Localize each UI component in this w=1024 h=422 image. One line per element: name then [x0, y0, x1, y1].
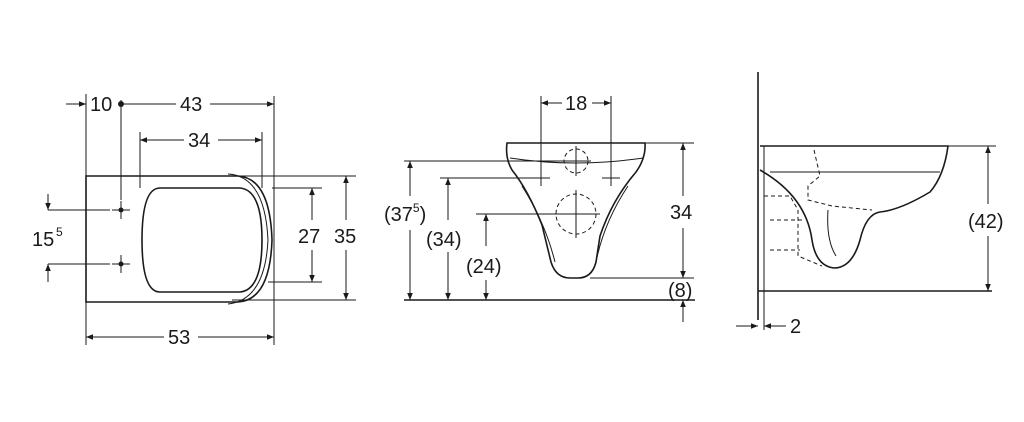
- dim-bottom-offset-label: (8): [668, 280, 692, 302]
- mounting-hole-upper: [112, 201, 130, 219]
- top-view-seat: [141, 187, 263, 293]
- dim-total-height-label: (375): [384, 201, 426, 226]
- dim-offset-label: 10: [90, 94, 112, 116]
- dim-overall-height-label: 35: [334, 226, 356, 248]
- dim-overall-length-label: 53: [168, 327, 190, 349]
- dim-hole-spacing-label: 15: [32, 229, 54, 251]
- dim-hole-spacing-sup: 5: [56, 225, 63, 239]
- mounting-hole-lower: [112, 255, 130, 273]
- top-view: 10 43 34 15 5 27 35 53: [32, 94, 356, 349]
- dim-seat-width-label: 34: [188, 130, 210, 152]
- dim-rim-height-right-label: 34: [670, 202, 692, 224]
- top-view-body-outline: [85, 175, 273, 303]
- dim-bolt-height-label: (34): [426, 229, 462, 251]
- dim-bolt-spacing-label: 18: [565, 93, 587, 115]
- top-view-body-rim: [227, 173, 269, 305]
- front-view-bolt-right: [602, 170, 620, 186]
- front-view-bowl-outline: [505, 142, 646, 279]
- dim-outlet-height-label: (24): [466, 256, 502, 278]
- front-view-bolt-left: [532, 170, 550, 186]
- side-view-bowl-outline: [759, 145, 949, 269]
- front-view: 18 (375) (34) (24) 34 (8): [384, 93, 695, 322]
- dim-side-height-label: (42): [968, 211, 1004, 233]
- dim-rim-height-label: 27: [298, 226, 320, 248]
- dim-hole-to-back-label: 43: [180, 94, 202, 116]
- dim-wall-gap-label: 2: [790, 316, 801, 338]
- side-view: (42) 2: [736, 72, 1004, 338]
